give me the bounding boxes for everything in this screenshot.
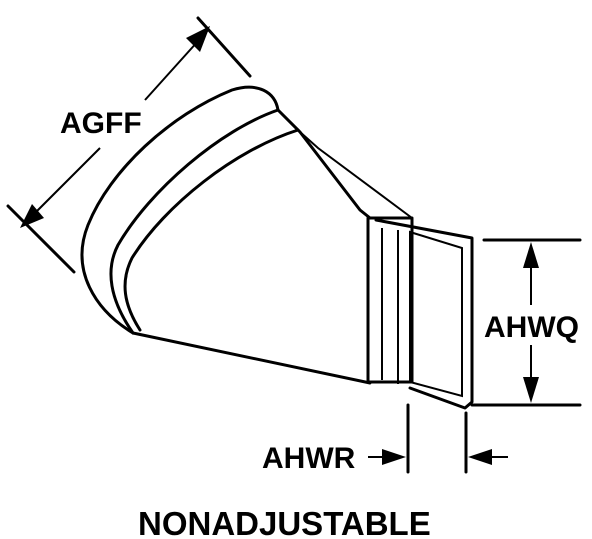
nozzle-bottom-edge [131,331,372,385]
ahwq-dimension: AHWQ [470,238,582,407]
outlet-inner-frame [409,230,463,398]
agff-extension-top [196,16,252,78]
ahwr-label: AHWR [262,442,356,475]
agff-arrow-down-icon [20,204,44,228]
ahwr-arrow-left-icon [468,449,492,465]
ahwq-label: AHWQ [484,311,579,344]
agff-arrow-up-icon [186,26,210,52]
nozzle-outlet [366,216,474,410]
caption: NONADJUSTABLE [138,505,431,539]
agff-extension-bottom [6,204,76,274]
outlet-frame [374,218,474,410]
agff-label: AGFF [60,107,142,140]
nozzle-body [80,85,413,385]
outlet-left-flange [366,216,414,384]
nozzle-ring-outer [109,108,280,335]
nozzle-ring-inner [123,128,300,332]
nozzle-top-edge [276,108,372,220]
agff-dimension: AGFF [6,16,252,274]
ahwr-dimension: AHWR [262,403,508,475]
nozzle-top-edge-inner [299,131,413,219]
nozzle-outer-end [80,85,280,335]
ahwr-arrow-right-icon [382,449,406,465]
ahwq-arrow-up-icon [523,242,539,268]
ahwq-arrow-down-icon [523,377,539,403]
